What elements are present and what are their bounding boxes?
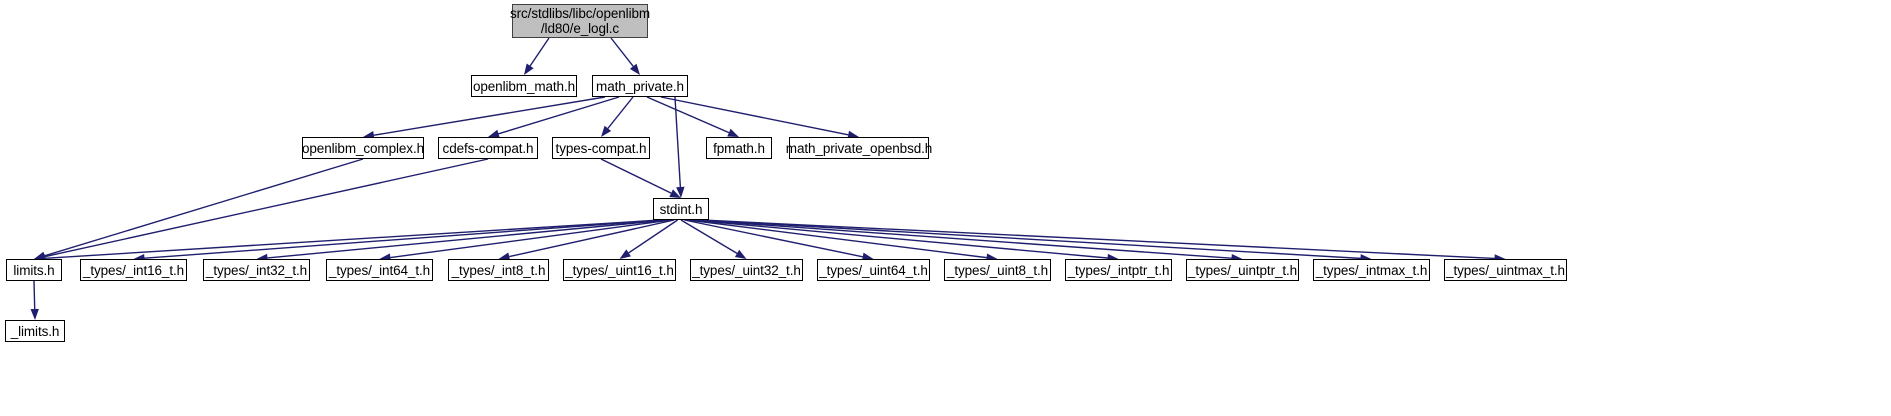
graph-edge [600,158,672,194]
graph-edge [660,96,849,136]
graph-node-fpmath[interactable]: fpmath.h [706,137,772,159]
graph-node-label: math_private.h [596,78,684,94]
graph-edge-arrowhead [619,249,631,259]
graph-node-intmax[interactable]: _types/_intmax_t.h [1313,259,1430,281]
graph-edge [680,219,738,254]
graph-edge [144,219,665,259]
graph-node-label: openlibm_math.h [472,78,576,94]
graph-edge [646,96,730,134]
graph-node-label: cdefs-compat.h [442,140,534,156]
graph-edge-arrowhead [498,252,511,261]
graph-edge [509,219,675,258]
graph-node-label: _types/_uintptr_t.h [1187,262,1298,278]
graph-edge [687,219,987,259]
graph-edge [628,219,679,254]
graph-node-label: math_private_openbsd.h [785,140,933,156]
graph-edge [684,219,863,258]
graph-node-intptr[interactable]: _types/_intptr_t.h [1065,259,1172,281]
graph-edge [390,219,671,259]
graph-edge [610,37,634,67]
graph-node-label: _types/_intptr_t.h [1067,262,1170,278]
graph-node-label: types-compat.h [555,140,647,156]
graph-edge [674,96,682,188]
graph-edge-arrowhead [847,130,859,139]
graph-edge [701,219,1495,260]
graph-node-uint32[interactable]: _types/_uint32_t.h [690,259,803,281]
graph-node-int16[interactable]: _types/_int16_t.h [80,259,187,281]
graph-node-label: openlibm_complex.h [301,140,425,156]
graph-node-math_private[interactable]: math_private.h [592,75,688,97]
graph-node-int32[interactable]: _types/_int32_t.h [203,259,310,281]
graph-node-label: _types/_uint8_t.h [946,262,1049,278]
graph-edge [697,219,1361,260]
graph-node-stdint[interactable]: stdint.h [653,198,709,220]
graph-node-int64[interactable]: _types/_int64_t.h [326,259,433,281]
graph-edge [373,96,606,136]
graph-node-label: _types/_uint64_t.h [819,262,928,278]
graph-node-label: _types/_uintmax_t.h [1446,262,1565,278]
graph-node-uint8[interactable]: _types/_uint8_t.h [944,259,1051,281]
graph-edge [694,219,1232,259]
graph-node-math_private_obsd[interactable]: math_private_openbsd.h [785,137,933,159]
graph-node-label: _types/_int64_t.h [328,262,431,278]
graph-edge [44,158,364,257]
graph-node-root[interactable]: src/stdlibs/libc/openlibm /ld80/e_logl.c [509,4,651,38]
graph-node-label: _limits.h [10,323,60,339]
graph-edge-arrowhead [629,63,640,75]
graph-edge [44,219,661,260]
graph-node-limits[interactable]: limits.h [6,259,62,281]
graph-node-label: _types/_int32_t.h [205,262,308,278]
graph-edge-arrowhead [601,125,612,137]
graph-edge-arrowhead [30,308,39,320]
graph-edge-arrowhead [488,129,500,138]
graph-node-label: src/stdlibs/libc/openlibm /ld80/e_logl.c [509,6,651,36]
graph-node-label: limits.h [13,262,55,278]
graph-node-openlibm_math[interactable]: openlibm_math.h [471,75,577,97]
graph-node-int8[interactable]: _types/_int8_t.h [448,259,549,281]
graph-node-cdefs_compat[interactable]: cdefs-compat.h [438,137,538,159]
graph-node-uint64[interactable]: _types/_uint64_t.h [817,259,930,281]
graph-edge-arrowhead [861,252,874,261]
graph-edge [33,280,36,310]
graph-node-openlibm_complex[interactable]: openlibm_complex.h [302,137,424,159]
graph-node-types_compat[interactable]: types-compat.h [552,137,650,159]
graph-node-label: _types/_uint32_t.h [692,262,801,278]
graph-edge [44,158,489,258]
graph-node-label: _types/_int8_t.h [451,262,546,278]
graph-edge [498,96,620,135]
graph-node-label: stdint.h [659,201,703,217]
graph-edge [607,96,634,129]
graph-edge-arrowhead [524,63,534,75]
graph-node-label: _types/_uint16_t.h [565,262,674,278]
graph-node-uint16[interactable]: _types/_uint16_t.h [563,259,676,281]
graph-edge-arrowhead [676,186,685,198]
graph-node-uintmax[interactable]: _types/_uintmax_t.h [1444,259,1567,281]
graph-node-label: _types/_int16_t.h [82,262,185,278]
graph-edge [529,37,550,67]
graph-edge-arrowhead [734,249,747,259]
graph-edge [267,219,668,259]
graph-node-uintptr[interactable]: _types/_uintptr_t.h [1186,259,1299,281]
graph-node-label: fpmath.h [713,140,765,156]
graph-edge-arrowhead [669,189,681,198]
graph-node-label: _types/_intmax_t.h [1315,262,1428,278]
graph-node-_limits[interactable]: _limits.h [5,320,65,342]
graph-edge [691,219,1108,259]
graph-edge-arrowhead [727,128,739,137]
